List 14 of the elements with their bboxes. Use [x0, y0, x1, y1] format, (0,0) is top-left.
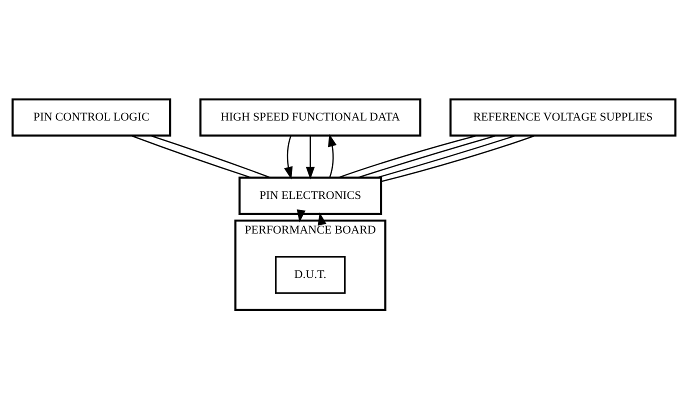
arrow: [284, 135, 293, 179]
arrow: [296, 208, 306, 222]
node-box: D.U.T.: [274, 256, 346, 294]
connector: [150, 134, 271, 178]
node-box: REFERENCE VOLTAGE SUPPLIES: [449, 98, 676, 136]
arrow: [306, 135, 315, 180]
connector: [376, 134, 516, 178]
connector: [130, 134, 252, 178]
connector: [358, 134, 496, 178]
connector: [381, 134, 536, 182]
arrow: [328, 133, 337, 178]
node-box: HIGH SPEED FUNCTIONAL DATA: [199, 98, 422, 136]
connector: [338, 134, 478, 178]
node-box: PIN CONTROL LOGIC: [12, 98, 172, 136]
